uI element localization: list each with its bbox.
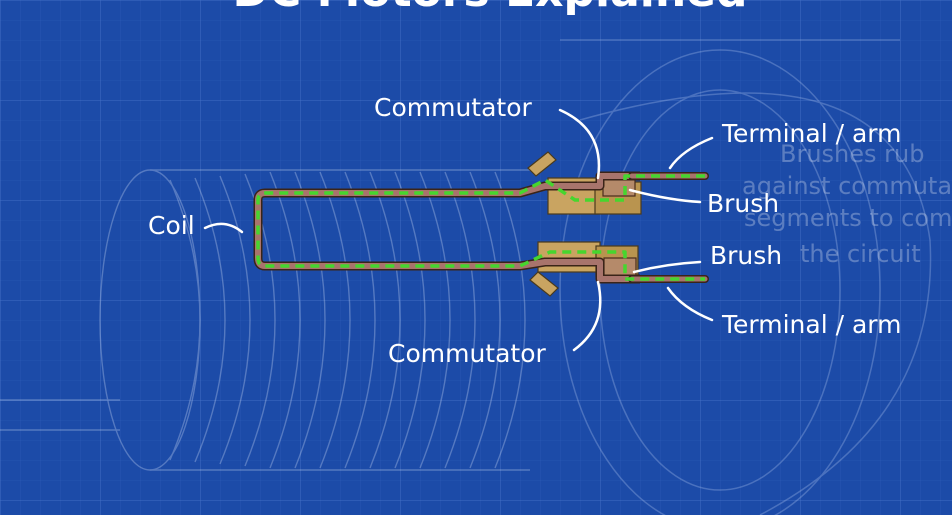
label-brush-bottom: Brush [710,241,782,270]
leader-brush-bottom [632,260,702,274]
label-brush-top: Brush [707,189,779,218]
leader-terminal-top [668,136,714,170]
background-caption-line-1: Brushes rub [780,140,924,168]
armature-sketch [0,169,530,471]
background-caption: Brushes rub against commutator segments … [742,140,952,268]
leader-coil [203,222,244,234]
leader-commutator-top [558,108,601,180]
leader-brush-top [628,188,702,204]
background-caption-line-3: segments to complete [744,204,952,232]
background-caption-line-2: against commutator [742,172,952,200]
label-commutator-bottom: Commutator [388,339,547,368]
label-terminal-top: Terminal / arm [721,119,901,148]
leader-terminal-bottom [666,286,714,322]
label-terminal-bottom: Terminal / arm [721,310,901,339]
label-commutator-top: Commutator [374,93,533,122]
background-caption-line-4: the circuit [800,240,921,268]
leader-commutator-bottom [572,280,602,352]
label-coil: Coil [148,211,195,240]
page-title: DC Motors Explained [232,0,747,17]
current-flow-path [256,174,705,281]
